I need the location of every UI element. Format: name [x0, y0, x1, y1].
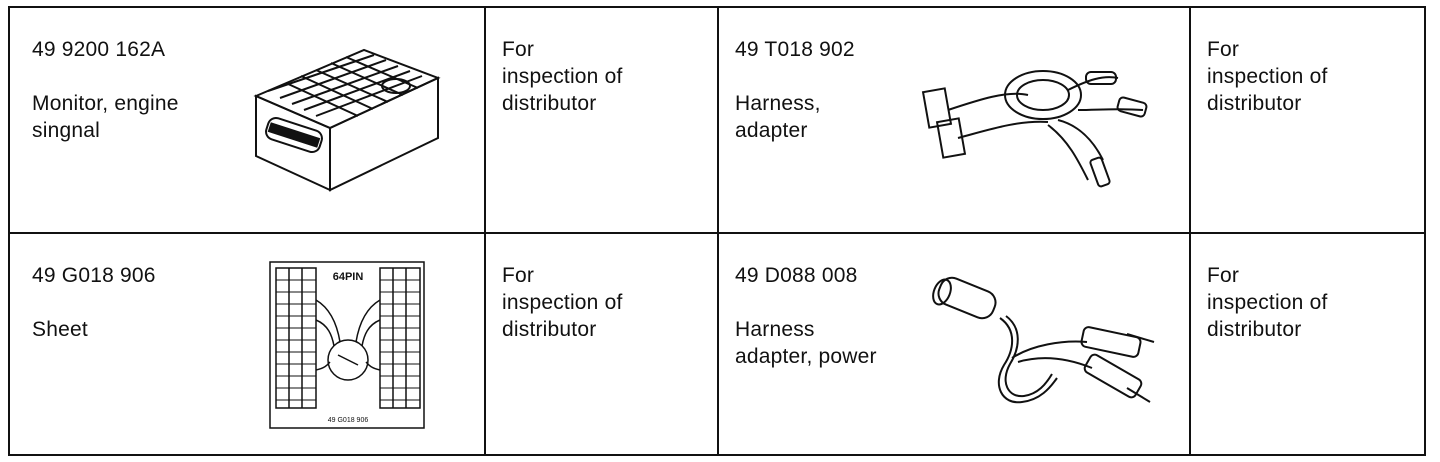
- tool-name-line: Harness: [735, 318, 815, 341]
- engine-signal-monitor-illustration: [253, 48, 441, 192]
- purpose-line: For: [502, 264, 535, 287]
- purpose-cell-1: For inspection of distributor: [502, 36, 623, 117]
- tool-cell-4: 49 D088 008 Harness adapter, power: [735, 262, 877, 370]
- column-divider: [717, 8, 719, 454]
- purpose-line: distributor: [502, 92, 597, 115]
- purpose-line: For: [1207, 38, 1240, 61]
- purpose-cell-4: For inspection of distributor: [1207, 262, 1328, 343]
- pin-sheet-label: 64PIN: [333, 271, 364, 283]
- tool-cell-1: 49 9200 162A Monitor, engine singnal: [32, 36, 179, 144]
- tool-name-line: Harness,: [735, 92, 821, 115]
- purpose-line: For: [1207, 264, 1240, 287]
- purpose-line: distributor: [502, 318, 597, 341]
- tool-name-line: adapter: [735, 119, 808, 142]
- tool-name-line: singnal: [32, 119, 100, 142]
- pin-sheet-illustration: 64PIN 49 G018 906: [269, 261, 425, 429]
- tool-cell-3: 49 G018 906 Sheet: [32, 262, 156, 343]
- part-number: 49 D088 008: [735, 264, 858, 287]
- power-adapter-harness-illustration: [932, 276, 1155, 404]
- tool-name-line: Monitor, engine: [32, 92, 179, 115]
- purpose-line: inspection of: [502, 291, 623, 314]
- purpose-line: For: [502, 38, 535, 61]
- tool-name-line: adapter, power: [735, 345, 877, 368]
- part-number: 49 T018 902: [735, 38, 855, 61]
- purpose-line: distributor: [1207, 318, 1302, 341]
- purpose-line: distributor: [1207, 92, 1302, 115]
- tool-name-line: Sheet: [32, 318, 88, 341]
- purpose-cell-3: For inspection of distributor: [502, 262, 623, 343]
- purpose-line: inspection of: [1207, 291, 1328, 314]
- part-number: 49 G018 906: [32, 264, 156, 287]
- purpose-line: inspection of: [502, 65, 623, 88]
- special-tools-table: 49 9200 162A Monitor, engine singnal For…: [8, 6, 1426, 456]
- adapter-harness-illustration: [921, 70, 1148, 188]
- tool-cell-2: 49 T018 902 Harness, adapter: [735, 36, 855, 144]
- column-divider: [484, 8, 486, 454]
- purpose-cell-2: For inspection of distributor: [1207, 36, 1328, 117]
- part-number: 49 9200 162A: [32, 38, 166, 61]
- pin-sheet-caption: 49 G018 906: [328, 417, 369, 424]
- column-divider: [1189, 8, 1191, 454]
- purpose-line: inspection of: [1207, 65, 1328, 88]
